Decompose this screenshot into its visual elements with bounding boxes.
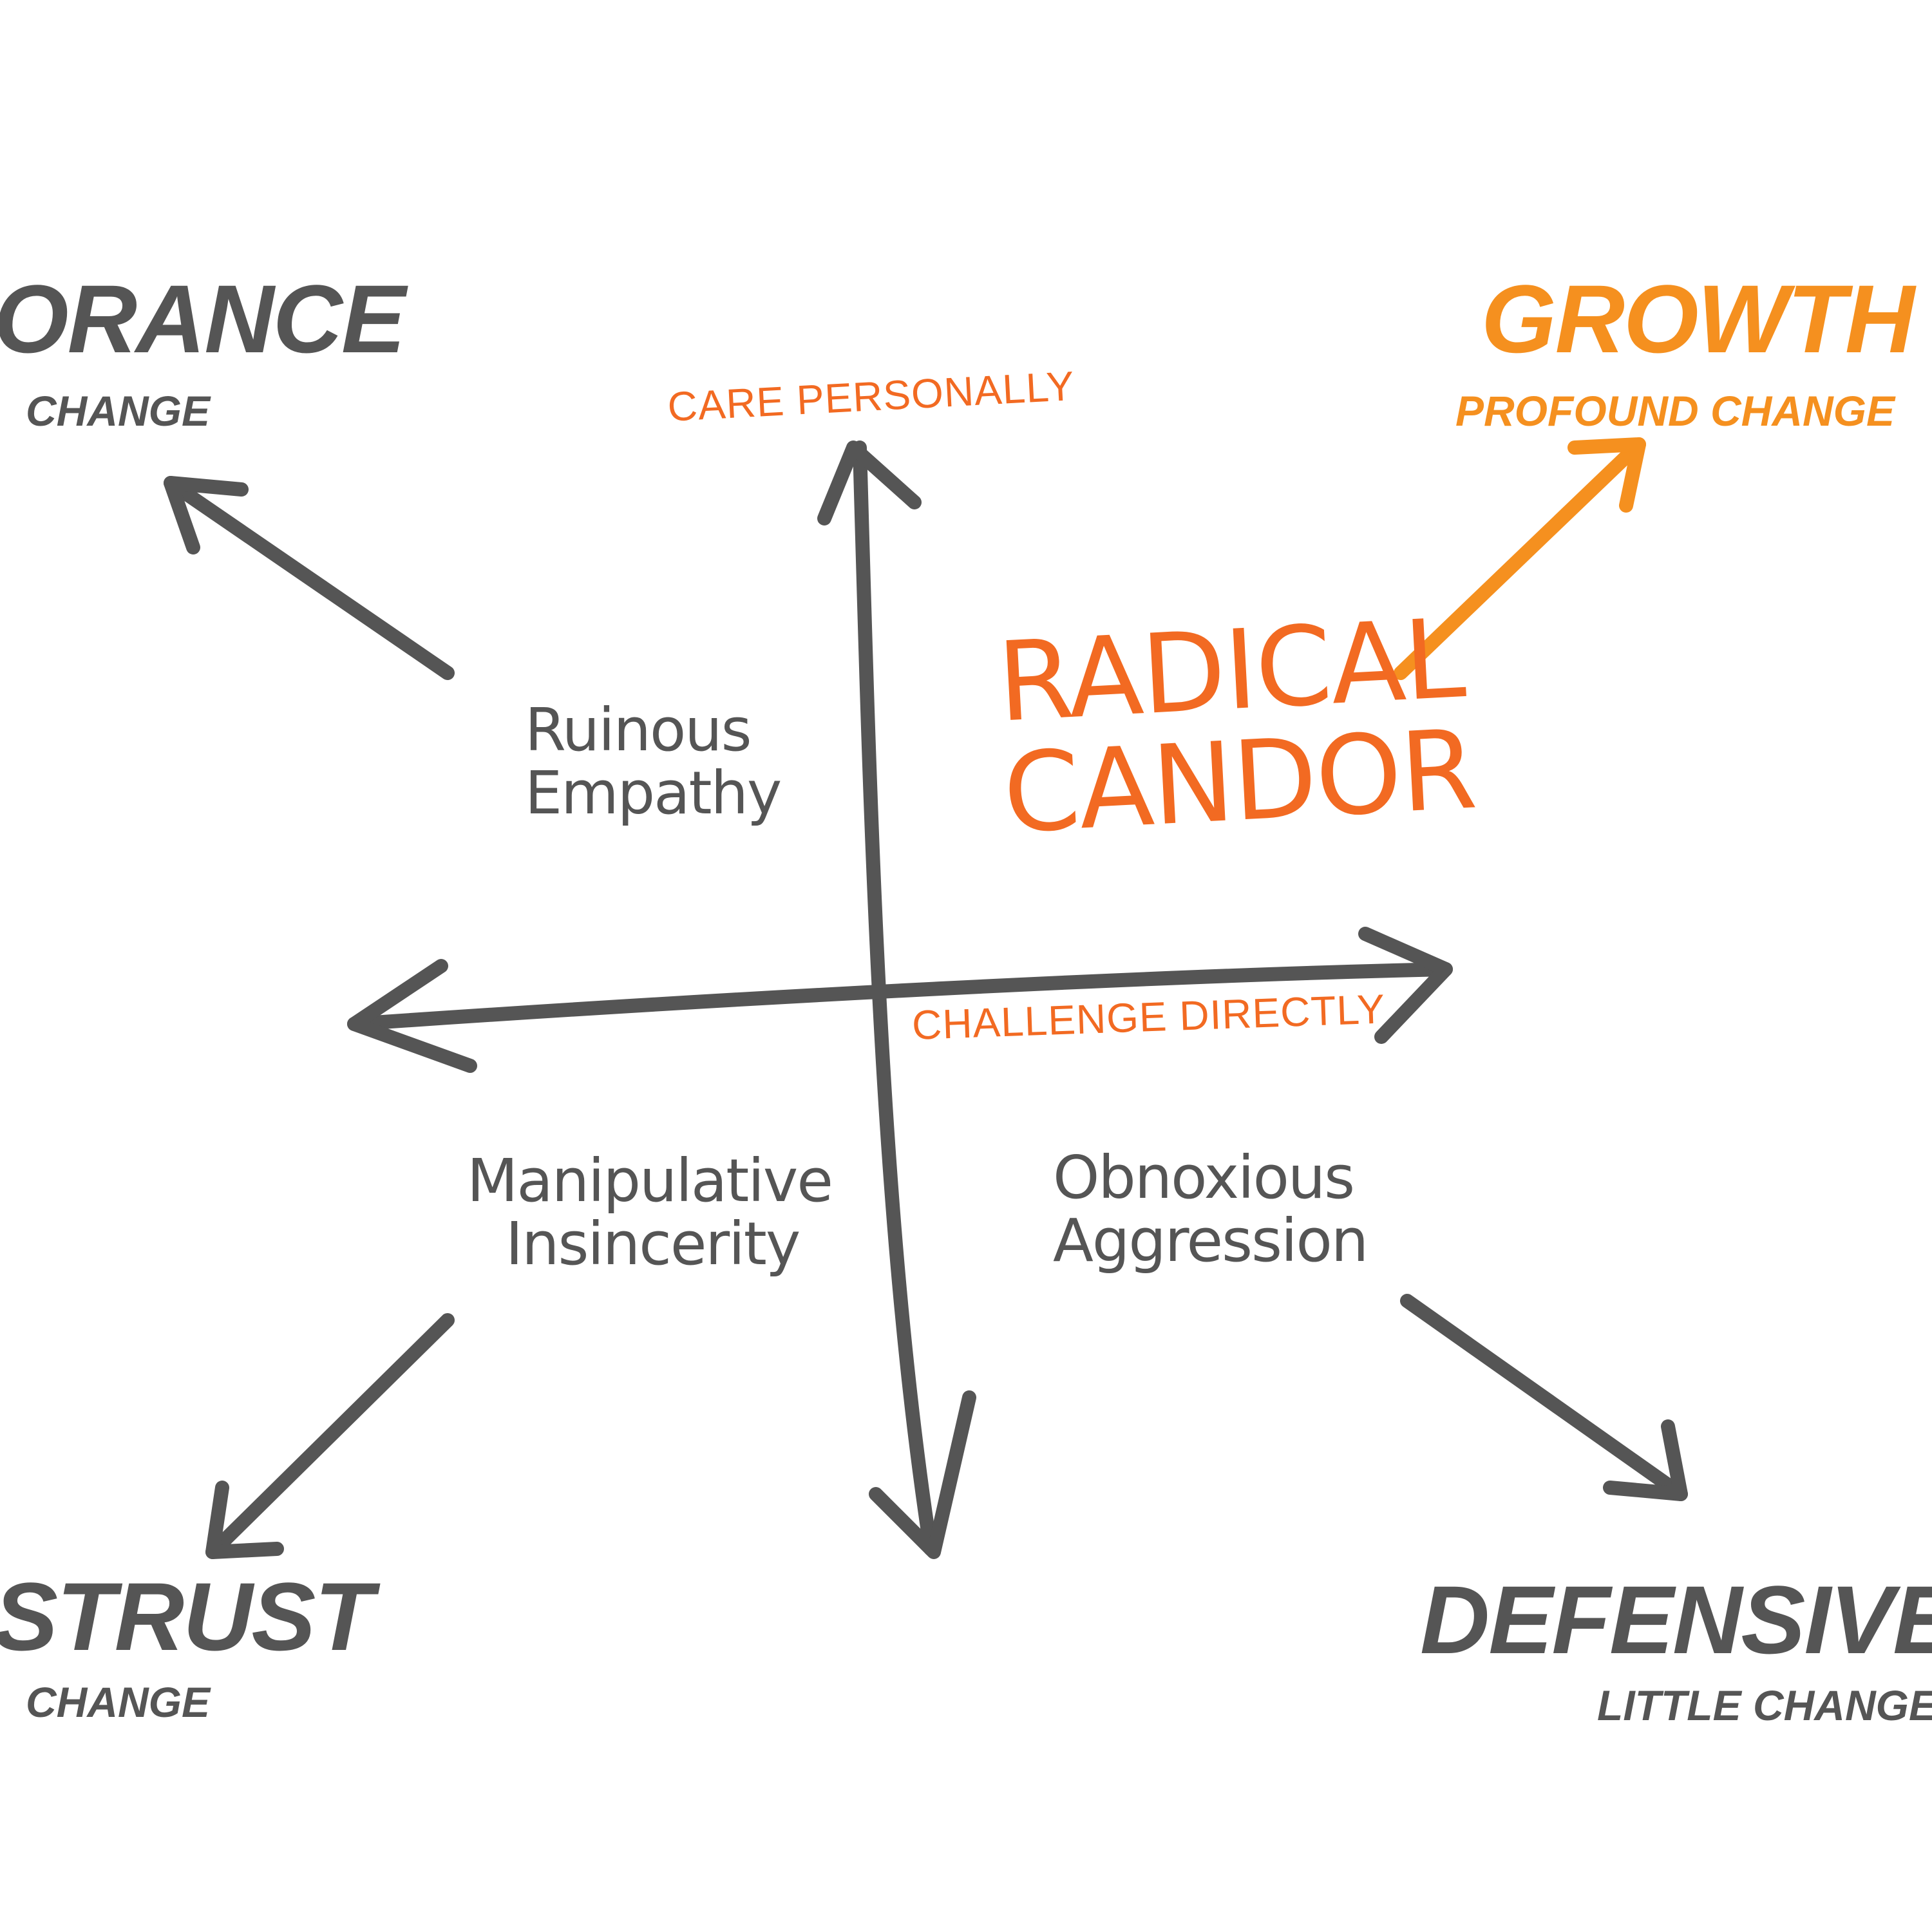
horizontal-axis-arrowhead-left: [347, 959, 477, 1073]
arrow-to-defensiveness: [1400, 1294, 1688, 1501]
quadrant-manipulative-insincerity-line-2: Insincerity: [506, 1209, 800, 1278]
quadrant-ruinous-empathy-line-2: Empathy: [525, 758, 782, 828]
quadrant-radical-candor: RADICAL CANDOR: [994, 595, 1479, 858]
quadrant-obnoxious-aggression-line-1: Obnoxious: [1053, 1143, 1355, 1212]
outcome-distrust-subtitle: CHANGE: [26, 1678, 211, 1726]
arrow-to-distrust-head: [205, 1481, 284, 1559]
vertical-axis-arrowhead-top: [817, 440, 922, 526]
vertical-axis-arrowhead-bottom: [869, 1390, 976, 1559]
arrow-to-growth-head: [1567, 437, 1646, 513]
arrow-to-distrust: [205, 1313, 455, 1559]
arrow-to-growth: [1394, 437, 1646, 680]
vertical-axis-line: [853, 440, 938, 1556]
outcome-distrust-title: STRUST: [0, 1562, 374, 1671]
quadrant-obnoxious-aggression-line-2: Aggression: [1053, 1206, 1368, 1275]
arrow-to-ignorance: [164, 476, 455, 680]
quadrant-manipulative-insincerity: Manipulative Insincerity: [467, 1146, 833, 1278]
outcome-defensiveness-subtitle: LITTLE CHANGE: [1597, 1681, 1932, 1729]
quadrant-radical-candor-line-2: CANDOR: [1000, 706, 1479, 858]
arrow-to-ignorance-head: [164, 476, 249, 554]
quadrant-manipulative-insincerity-line-1: Manipulative: [467, 1146, 833, 1215]
outcome-ignorance-subtitle: CHANGE: [26, 387, 211, 435]
quadrant-ruinous-empathy-line-1: Ruinous: [525, 696, 752, 764]
arrow-to-defensiveness-head: [1603, 1419, 1688, 1501]
horizontal-axis-arrowhead-right: [1358, 927, 1453, 1044]
horizontal-axis-line: [347, 962, 1453, 1031]
quadrant-ruinous-empathy: Ruinous Empathy: [525, 696, 782, 828]
outcome-defensiveness-title: DEFENSIVEN: [1420, 1566, 1932, 1674]
outcome-growth-title: GROWTH: [1481, 265, 1915, 373]
outcome-growth-subtitle: PROFOUND CHANGE: [1455, 387, 1895, 435]
quadrant-obnoxious-aggression: Obnoxious Aggression: [1053, 1143, 1368, 1275]
outcome-ignorance-title: ORANCE: [0, 265, 406, 373]
